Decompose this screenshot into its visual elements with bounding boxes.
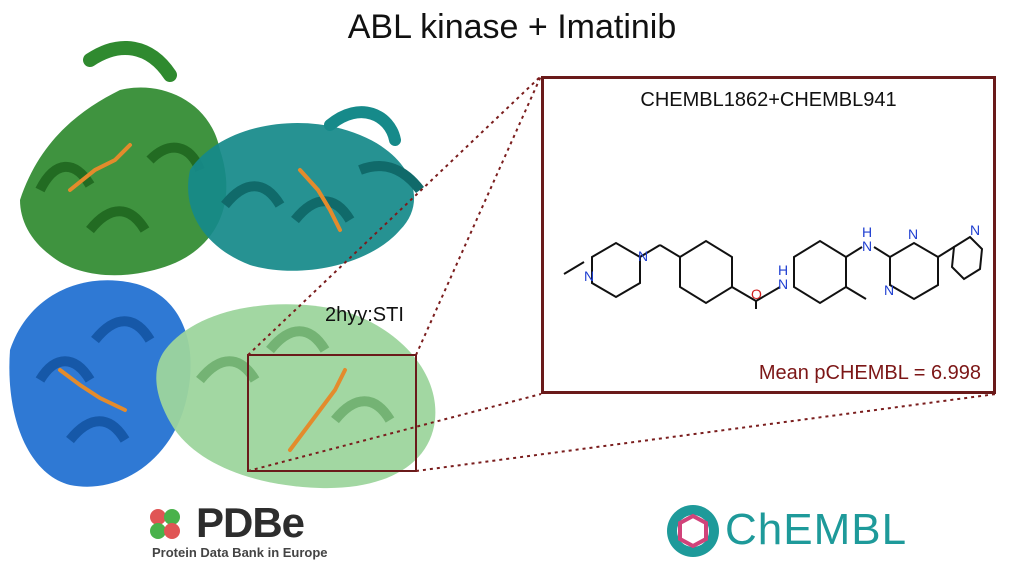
pdbe-wordmark: PDBe (196, 499, 305, 546)
chain-d-cartoon (156, 304, 436, 489)
pdb-ligand-label: 2hyy:STI (325, 304, 404, 326)
atom-n2: N (638, 248, 648, 264)
imatinib-structure-diagram: N N O H N H N N N N (563, 222, 984, 309)
atom-o: O (751, 286, 762, 302)
atom-pyrimidine-n1: N (908, 226, 918, 242)
chain-c-cartoon (9, 280, 191, 487)
atom-n1: N (584, 268, 594, 284)
figure-title: ABL kinase + Imatinib (347, 8, 677, 46)
pdbe-mark-icon (150, 509, 180, 539)
atom-nh2-h: H (862, 224, 872, 240)
pdbe-subtitle: Protein Data Bank in Europe (152, 545, 328, 560)
chembl-logo: ChEMBL (665, 503, 925, 559)
mean-pchembl-value: Mean pCHEMBL = 6.998 (758, 362, 981, 384)
atom-nh1-h: H (778, 262, 788, 278)
atom-nh1-n: N (778, 276, 788, 292)
chembl-wordmark: ChEMBL (725, 505, 908, 554)
atom-nh2-n: N (862, 238, 872, 254)
compound-callout-panel: CHEMBL1862+CHEMBL941 (541, 76, 996, 394)
connector-line-bottom (415, 393, 997, 472)
compound-ids: CHEMBL1862+CHEMBL941 (640, 89, 897, 111)
chembl-mark-icon (667, 505, 719, 557)
atom-pyrimidine-n2: N (884, 282, 894, 298)
protein-structure-illustration (9, 41, 436, 489)
chain-a-cartoon (20, 41, 227, 276)
chain-b-cartoon (188, 106, 424, 271)
atom-pyridine-n: N (970, 222, 980, 238)
pdbe-logo: PDBe Protein Data Bank in Europe (148, 499, 338, 565)
